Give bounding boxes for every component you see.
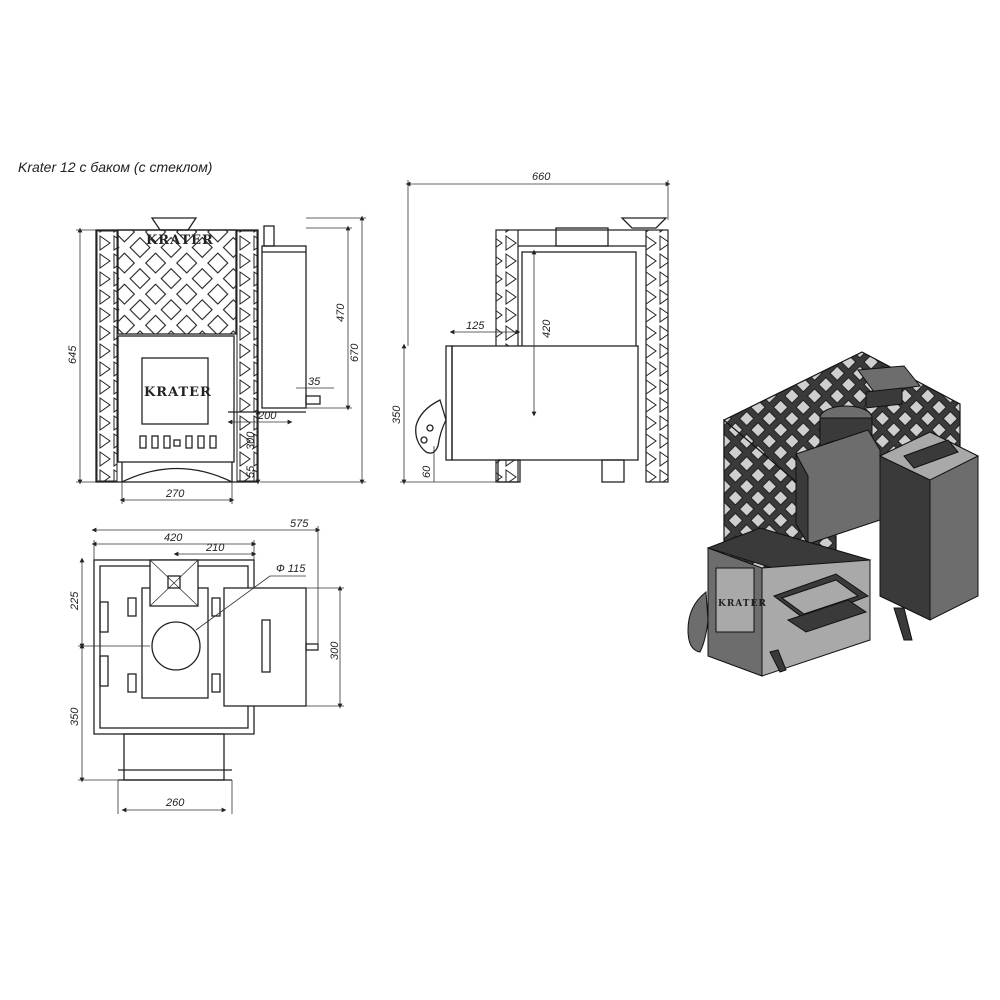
front-dim-300: 300	[245, 431, 257, 450]
top-dim-210: 210	[205, 542, 225, 554]
side-dim-125: 125	[466, 320, 485, 332]
top-view: 575 420 210 Ф 115 225 300 350 260	[69, 518, 344, 814]
front-brand-label: KRATER	[146, 233, 214, 248]
front-dim-35: 35	[308, 376, 321, 388]
top-dim-350: 350	[69, 707, 81, 726]
front-dim-645: 645	[67, 345, 79, 364]
top-dim-260: 260	[165, 797, 185, 809]
iso-brand-label: KRATER	[718, 599, 767, 609]
side-view: 660 125 420 350 60	[391, 171, 671, 485]
front-dim-270: 270	[165, 488, 185, 500]
front-view: KRATER KRATER 645 670	[67, 215, 366, 504]
front-dim-200: 200	[257, 410, 277, 422]
front-door-brand-label: KRATER	[144, 385, 212, 400]
front-dim-670: 670	[349, 343, 361, 362]
side-dim-350: 350	[391, 405, 403, 424]
top-dim-300: 300	[329, 641, 341, 660]
top-dim-575: 575	[290, 518, 309, 530]
side-dim-420: 420	[541, 319, 553, 338]
front-dim-55: 55	[245, 465, 257, 478]
side-dim-660: 660	[532, 171, 551, 183]
front-dim-470: 470	[335, 303, 347, 322]
drawing-title: Krater 12 с баком (с стеклом)	[18, 159, 212, 175]
top-dim-phi-115: Ф 115	[276, 563, 306, 575]
side-dim-60: 60	[421, 465, 433, 478]
stove-3d-render-icon: KRATER	[687, 351, 980, 677]
top-dim-225: 225	[69, 591, 81, 611]
top-dim-420: 420	[164, 532, 183, 544]
front-vent-row	[139, 435, 217, 449]
